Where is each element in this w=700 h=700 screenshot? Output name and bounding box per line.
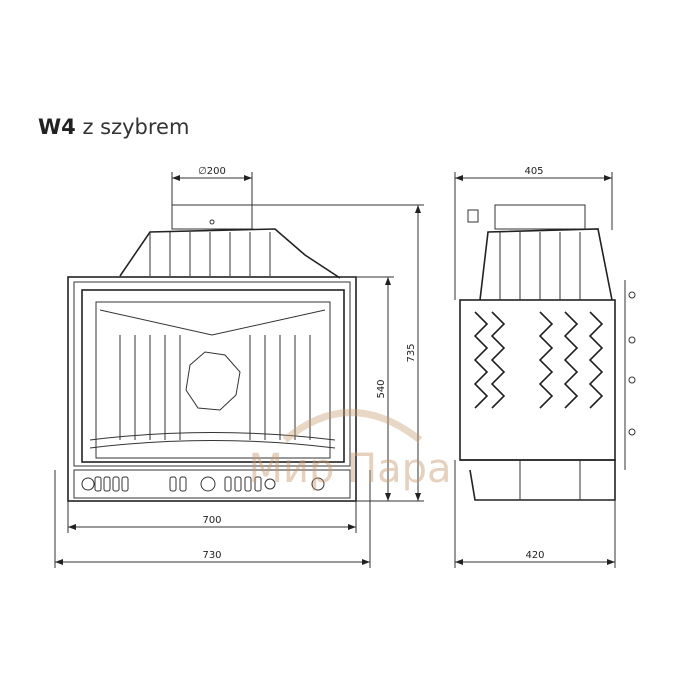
heat-exchanger-waves — [473, 311, 604, 409]
dim-405: 405 — [524, 166, 543, 177]
dim-420: 420 — [525, 550, 544, 561]
model-name: W4 — [38, 115, 76, 139]
side-view — [459, 204, 636, 501]
dim-540: 540 — [376, 379, 387, 398]
dim-flue-diameter: ∅200 — [198, 166, 226, 177]
dim-730: 730 — [202, 550, 221, 561]
watermark-logo: Мир Пара — [248, 409, 452, 492]
dim-700: 700 — [202, 515, 221, 526]
dimension-lines — [54, 172, 616, 568]
watermark-text: Мир Пара — [248, 446, 451, 492]
front-view — [67, 204, 357, 502]
model-subtitle: z szybrem — [82, 115, 190, 139]
dim-735: 735 — [406, 343, 417, 362]
drawing-title: W4 z szybrem — [38, 115, 189, 139]
